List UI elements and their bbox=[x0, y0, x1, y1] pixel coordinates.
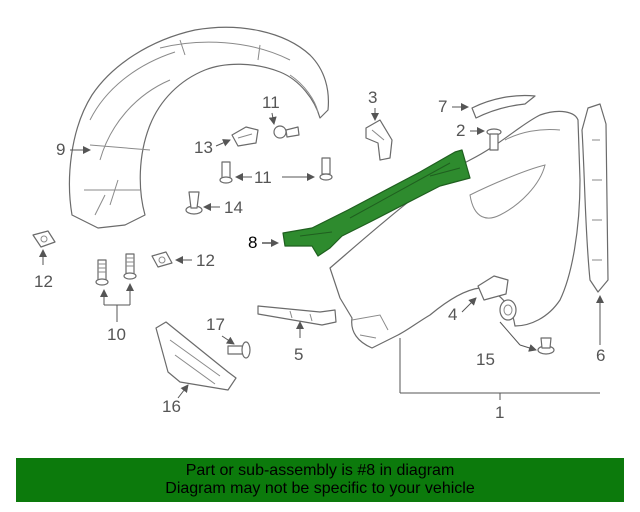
screw-part-11-upper[interactable] bbox=[273, 125, 300, 139]
banner-line-1: Part or sub-assembly is #8 in diagram bbox=[185, 462, 455, 479]
push-clip-part-14[interactable] bbox=[185, 191, 203, 215]
clip-part-15[interactable] bbox=[537, 337, 555, 355]
screw-part-11-left[interactable] bbox=[219, 161, 233, 184]
label-9: 9 bbox=[56, 140, 91, 159]
part-number-11-lower: 11 bbox=[254, 168, 272, 187]
part-number-5: 5 bbox=[294, 345, 303, 364]
label-10: 10 bbox=[100, 283, 134, 344]
banner-line-2: Diagram may not be specific to your vehi… bbox=[165, 480, 475, 497]
label-2: 2 bbox=[456, 121, 485, 140]
part-number-17: 17 bbox=[206, 315, 225, 334]
part-number-12-right: 12 bbox=[196, 251, 215, 270]
info-banner: Part or sub-assembly is #8 in diagram Di… bbox=[16, 458, 624, 502]
bolt-part-17[interactable] bbox=[227, 341, 251, 359]
label-7: 7 bbox=[438, 97, 469, 116]
part-number-11-upper: 11 bbox=[262, 93, 280, 112]
rail-trim-part-5[interactable] bbox=[257, 305, 337, 326]
label-11-upper: 11 bbox=[262, 93, 280, 125]
trim-part-7[interactable] bbox=[471, 94, 536, 119]
label-13: 13 bbox=[194, 138, 231, 157]
label-6: 6 bbox=[596, 295, 605, 365]
label-14: 14 bbox=[203, 198, 243, 217]
label-17: 17 bbox=[206, 315, 235, 345]
label-4: 4 bbox=[448, 297, 477, 324]
part-number-14: 14 bbox=[224, 198, 243, 217]
bracket-part-3[interactable] bbox=[365, 119, 393, 161]
label-15: 15 bbox=[476, 321, 537, 369]
label-3: 3 bbox=[368, 88, 379, 121]
bracket-part-4[interactable] bbox=[477, 275, 509, 301]
label-12-left: 12 bbox=[34, 249, 53, 291]
part-number-7: 7 bbox=[438, 97, 447, 116]
fender-liner-part[interactable] bbox=[68, 26, 330, 229]
part-number-4: 4 bbox=[448, 305, 457, 324]
label-1: 1 bbox=[399, 338, 600, 422]
clip-nut-part-right[interactable] bbox=[151, 251, 173, 268]
splash-shield-part-16[interactable] bbox=[155, 321, 237, 391]
bolt-part-2[interactable] bbox=[486, 128, 502, 151]
part-number-15: 15 bbox=[476, 350, 495, 369]
part-number-6: 6 bbox=[596, 346, 605, 365]
fender-part-1[interactable] bbox=[329, 110, 581, 349]
part-number-3: 3 bbox=[368, 88, 377, 107]
label-16: 16 bbox=[162, 384, 189, 416]
part-number-12-left: 12 bbox=[34, 272, 53, 291]
label-8: 8 bbox=[248, 233, 279, 252]
part-number-16: 16 bbox=[162, 397, 181, 416]
part-number-2: 2 bbox=[456, 121, 465, 140]
seal-part-6[interactable] bbox=[581, 103, 609, 293]
part-number-9: 9 bbox=[56, 140, 65, 159]
screw-part-10a[interactable] bbox=[95, 259, 109, 286]
parts-diagram: 9 12 10 12 13 bbox=[32, 26, 609, 422]
part-number-10: 10 bbox=[107, 325, 126, 344]
label-11-lower: 11 bbox=[235, 168, 315, 187]
part-number-1: 1 bbox=[495, 403, 504, 422]
label-5: 5 bbox=[294, 321, 304, 364]
bracket-part-13[interactable] bbox=[231, 126, 259, 147]
part-number-13: 13 bbox=[194, 138, 213, 157]
part-number-8: 8 bbox=[248, 233, 257, 252]
grommet-part-15[interactable] bbox=[499, 299, 517, 321]
screw-part-10b[interactable] bbox=[123, 253, 137, 280]
label-12-right: 12 bbox=[175, 251, 215, 270]
fender-support-part-8[interactable] bbox=[282, 149, 471, 257]
clip-nut-part-left[interactable] bbox=[32, 230, 56, 248]
screw-part-11-right[interactable] bbox=[319, 157, 333, 181]
